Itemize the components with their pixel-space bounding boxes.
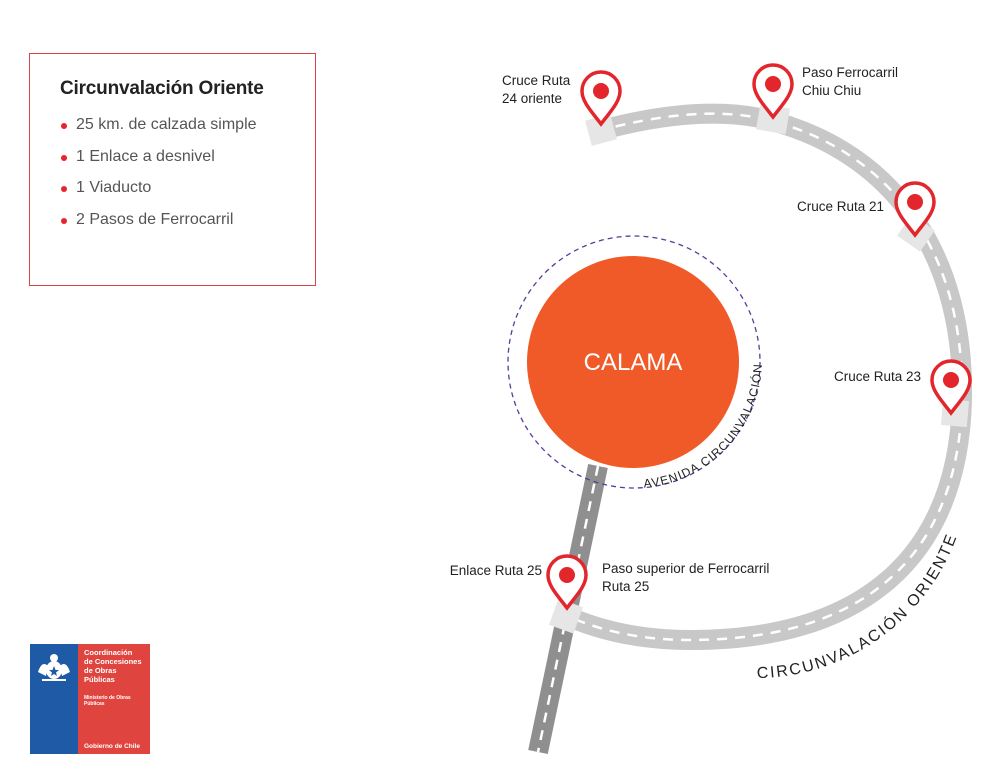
label-paso-superior-ferrocarril: Paso superior de Ferrocarril Ruta 25 — [602, 561, 773, 594]
label-cruce-ruta-21: Cruce Ruta 21 — [797, 199, 884, 214]
logo-name-line2: de Concesiones — [84, 657, 142, 666]
coat-of-arms-icon — [38, 653, 70, 681]
info-item-interchange: 1 Enlace a desnivel — [60, 148, 257, 180]
info-list: 25 km. de calzada simple 1 Enlace a desn… — [60, 116, 257, 242]
info-title: Circunvalación Oriente — [60, 78, 264, 99]
logo-name-line4: Públicas — [84, 675, 115, 684]
label-paso-ferrocarril-line2: Chiu Chiu — [802, 83, 861, 98]
info-item-viaduct: 1 Viaducto — [60, 179, 257, 211]
avenida-circunvalacion-ring — [507, 235, 761, 489]
label-cruce-ruta-24-line1: Cruce Ruta — [502, 73, 571, 88]
city-label: CALAMA — [584, 349, 683, 376]
label-paso-ferrocarril-chiu-chiu: Paso Ferrocarril Chiu Chiu — [802, 65, 902, 98]
label-cruce-ruta-24-line2: 24 oriente — [502, 91, 562, 106]
logo-red-panel: Coordinación de Concesiones de Obras Púb… — [78, 644, 150, 754]
government-logo: Coordinación de Concesiones de Obras Púb… — [30, 644, 150, 754]
label-paso-superior-line2: Ruta 25 — [602, 579, 649, 594]
marker-cruce-ruta-24-icon — [580, 70, 622, 126]
logo-government: Gobierno de Chile — [84, 743, 140, 750]
calama-city — [527, 256, 739, 468]
info-box: Circunvalación Oriente 25 km. de calzada… — [29, 53, 316, 286]
label-paso-ferrocarril-line1: Paso Ferrocarril — [802, 65, 898, 80]
logo-ministry-line2: Públicas — [84, 701, 105, 707]
logo-name: Coordinación de Concesiones de Obras Púb… — [84, 648, 148, 684]
logo-blue-band — [30, 689, 78, 754]
logo-crest-area — [30, 644, 78, 689]
label-paso-superior-line1: Paso superior de Ferrocarril — [602, 561, 769, 576]
marker-enlace-ruta-25-icon — [546, 554, 588, 610]
logo-ministry-line1: Ministerio de Obras — [84, 695, 131, 701]
logo-name-line3: de Obras — [84, 666, 117, 675]
label-cruce-ruta-23: Cruce Ruta 23 — [834, 369, 921, 384]
label-cruce-ruta-24: Cruce Ruta 24 oriente — [502, 73, 574, 106]
logo-ministry: Ministerio de Obras Públicas — [84, 695, 144, 707]
logo-name-line1: Coordinación — [84, 648, 133, 657]
info-item-railway-crossings: 2 Pasos de Ferrocarril — [60, 211, 257, 243]
info-item-length: 25 km. de calzada simple — [60, 116, 257, 148]
logo-blue-column — [30, 644, 78, 754]
label-enlace-ruta-25: Enlace Ruta 25 — [450, 563, 542, 578]
